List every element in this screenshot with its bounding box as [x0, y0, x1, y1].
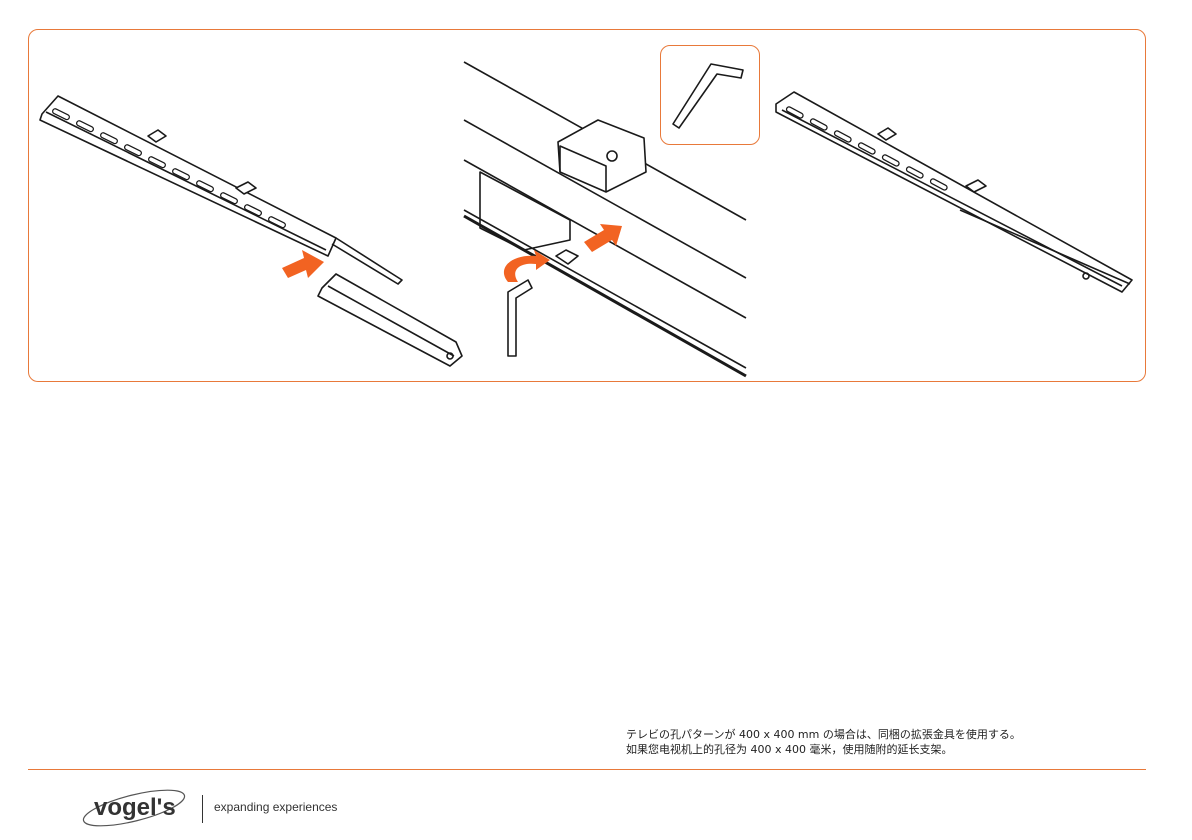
instruction-line-jp: テレビの孔パターンが 400 x 400 mm の場合は、同梱の拡張金具を使用す… — [626, 727, 1021, 742]
hex-key-icon — [661, 46, 758, 143]
svg-text:vogel's: vogel's — [94, 794, 176, 821]
instruction-line-cn: 如果您电视机上的孔径为 400 x 400 毫米，使用随附的延长支架。 — [626, 742, 1021, 757]
arrow-icon — [584, 224, 622, 252]
brand-logo: vogel's — [80, 786, 196, 834]
step3-illustration — [770, 90, 1140, 300]
footer-separator — [202, 795, 203, 823]
arrow-icon — [282, 250, 324, 278]
brand-tagline: expanding experiences — [214, 800, 337, 814]
step1-illustration — [36, 90, 476, 370]
instruction-note: テレビの孔パターンが 400 x 400 mm の場合は、同梱の拡張金具を使用す… — [626, 727, 1021, 757]
hex-key-inset — [660, 45, 760, 145]
footer-divider — [28, 769, 1146, 770]
